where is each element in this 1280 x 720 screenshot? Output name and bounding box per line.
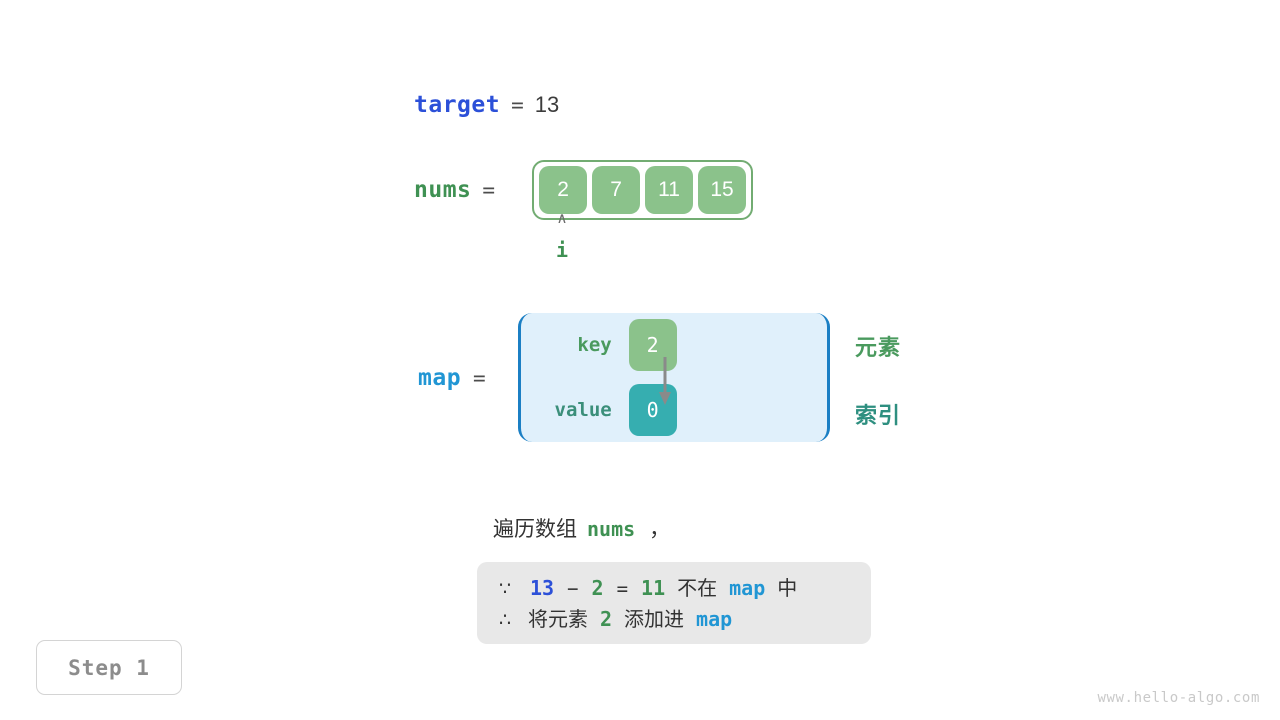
reason-added-element: 2 [600,607,613,631]
reasoning-line-1: ∵ 13 − 2 = 11 不在 map 中 [499,572,849,603]
legend-element-label: 元素 [855,336,902,361]
reason-map-token-2: map [696,607,733,631]
map-key-cell: 2 [628,319,677,372]
nums-array: 2 7 11 15 [532,160,754,220]
array-cell-1: 7 [592,166,641,214]
index-pointer: ∧ i [537,208,587,265]
reason-add-into-text: 添加进 [624,607,685,631]
map-legend: 元素 索引 [855,330,901,430]
watermark: www.hello-algo.com [1097,690,1260,706]
map-value-cell: 0 [628,383,677,436]
array-cell-3: 15 [698,166,747,214]
nums-declaration: nums = 2 7 11 15 [414,160,754,220]
map-key-slot: 2 [627,319,679,372]
map-panel: key 2 value 0 [517,313,830,442]
map-declaration: map = key 2 value 0 [418,313,830,442]
map-equals-sign: = [473,365,486,390]
array-cell-2: 11 [645,166,694,214]
reasoning-box: ∵ 13 − 2 = 11 不在 map 中 ∴ 将元素 2 添加进 map [477,562,871,644]
therefore-symbol-icon: ∴ [499,609,512,631]
legend-index-label: 索引 [855,404,902,429]
array-cell-0: 2 [539,166,588,214]
nums-variable-name: nums [414,177,472,203]
target-declaration: target = 13 [414,92,559,118]
map-value-row: value 0 [521,383,827,436]
map-value-label: value [554,398,612,421]
reason-target-value: 13 [530,576,555,600]
reason-equals-operator: = [616,578,629,600]
reason-map-token-1: map [729,576,766,600]
map-variable-name: map [418,364,462,391]
description-prefix: 遍历数组 [493,517,577,541]
reasoning-line-2: ∴ 将元素 2 添加进 map [499,603,849,634]
reason-minus-operator: − [567,578,579,600]
reason-add-element-text: 将元素 [528,607,588,631]
step-badge: Step 1 [36,640,182,695]
description-code-nums: nums [587,517,636,541]
map-value-slot: 0 [627,383,679,436]
map-entries: key 2 value 0 [521,313,827,442]
map-key-row: key 2 [521,319,827,372]
because-symbol-icon: ∵ [499,578,512,600]
reason-in-suffix: 中 [777,576,798,600]
target-value: 13 [534,92,560,117]
nums-equals-sign: = [482,178,496,202]
reason-complement-value: 11 [641,576,666,600]
description-line: 遍历数组 nums ， [493,513,670,543]
pointer-caret-icon: ∧ [556,209,568,227]
target-variable-name: target [414,92,501,118]
reason-not-in-text: 不在 [677,576,718,600]
target-equals-sign: = [511,93,524,117]
map-key-label: key [577,334,612,357]
reason-current-element: 2 [591,576,604,600]
pointer-label: i [555,238,569,262]
description-comma: ， [649,517,671,541]
